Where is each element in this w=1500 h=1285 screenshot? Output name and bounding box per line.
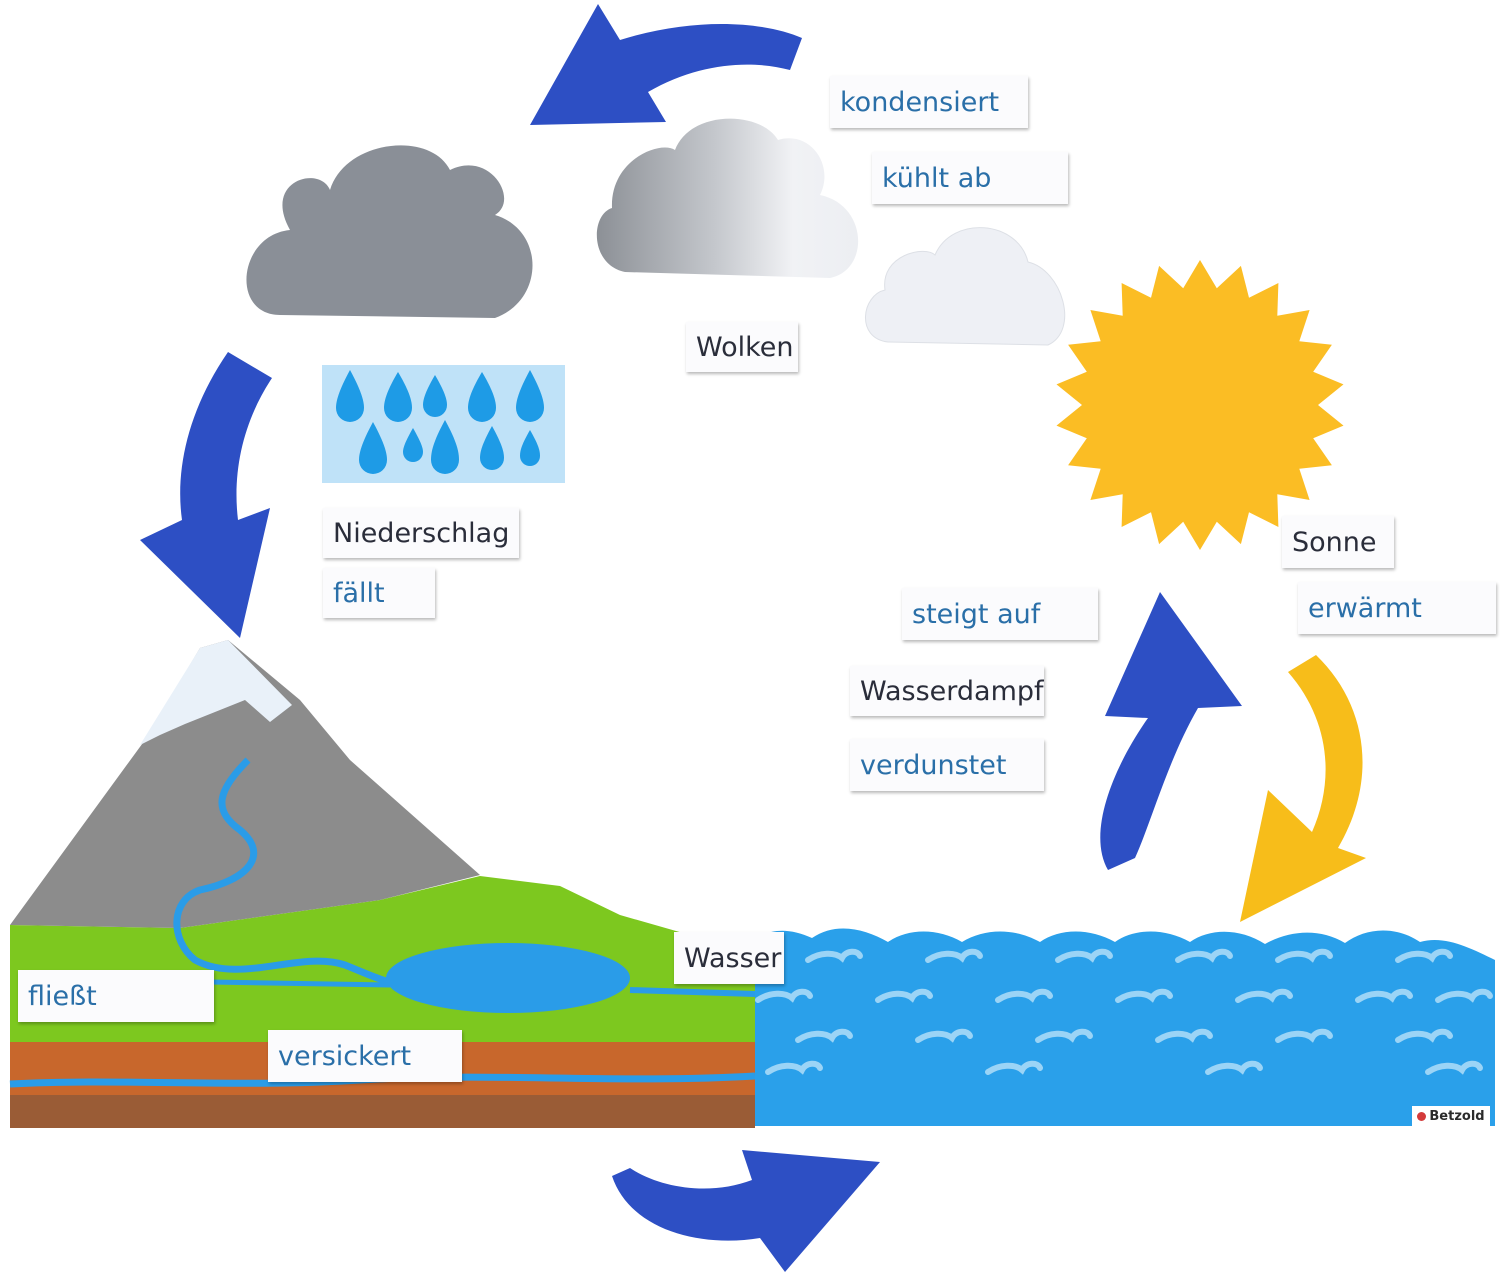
label-wasser[interactable]: Wasser [674, 932, 784, 984]
wave-icon [805, 948, 863, 963]
sun-icon [1056, 260, 1344, 550]
label-kuehlt-ab[interactable]: kühlt ab [872, 152, 1068, 204]
wave-icon [1395, 948, 1453, 963]
wave-icon [915, 1028, 973, 1043]
wave-icon [795, 1028, 853, 1043]
label-versickert[interactable]: versickert [268, 1030, 462, 1082]
wave-icon [925, 948, 983, 963]
raindrop-icon [336, 370, 544, 474]
brand-mark-icon [1417, 1111, 1427, 1121]
label-erwaermt[interactable]: erwärmt [1298, 582, 1496, 634]
brand-name: Betzold [1429, 1108, 1485, 1124]
brand-logo: Betzold [1412, 1106, 1490, 1126]
sea [755, 928, 1495, 1126]
wave-icon [1035, 1028, 1093, 1043]
wave-icon [1155, 1028, 1213, 1043]
arrow-icon [1240, 655, 1366, 922]
wave-icon [1435, 988, 1493, 1003]
wave-icon [1275, 948, 1333, 963]
wave-icon [875, 988, 933, 1003]
arrow-icon [1100, 592, 1242, 870]
wave-icon [1425, 1060, 1483, 1075]
rain-card [322, 365, 565, 483]
label-fliesst[interactable]: fließt [18, 970, 214, 1022]
wave-icon [995, 988, 1053, 1003]
cloud-icon [246, 145, 533, 318]
wave-icon [1235, 988, 1293, 1003]
wave-icon [755, 988, 813, 1003]
arrow-icon [612, 1150, 880, 1272]
label-verdunstet[interactable]: verdunstet [850, 739, 1044, 791]
cloud-icon [865, 227, 1066, 346]
wave-icon [1395, 1028, 1453, 1043]
snow-icon [140, 640, 292, 745]
wave-icon [1275, 1028, 1333, 1043]
label-steigt-auf[interactable]: steigt auf [902, 588, 1098, 640]
wave-icon [1055, 948, 1113, 963]
wave-icon [1205, 1060, 1263, 1075]
label-faellt[interactable]: fällt [323, 568, 435, 618]
cloud-icon [596, 118, 859, 278]
label-sonne[interactable]: Sonne [1282, 516, 1394, 568]
label-kondensiert[interactable]: kondensiert [830, 76, 1028, 128]
wave-icon [1175, 948, 1233, 963]
arrow-icon [140, 352, 272, 638]
wave-icon [985, 1060, 1043, 1075]
wave-icon [1115, 988, 1173, 1003]
label-wolken[interactable]: Wolken [686, 322, 798, 372]
label-niederschlag[interactable]: Niederschlag [323, 508, 519, 558]
mountain-icon [10, 640, 480, 928]
wave-icon [765, 1060, 823, 1075]
label-wasserdampf[interactable]: Wasserdampf [850, 666, 1044, 716]
arrow-icon [530, 4, 802, 125]
wave-icon [1355, 988, 1413, 1003]
